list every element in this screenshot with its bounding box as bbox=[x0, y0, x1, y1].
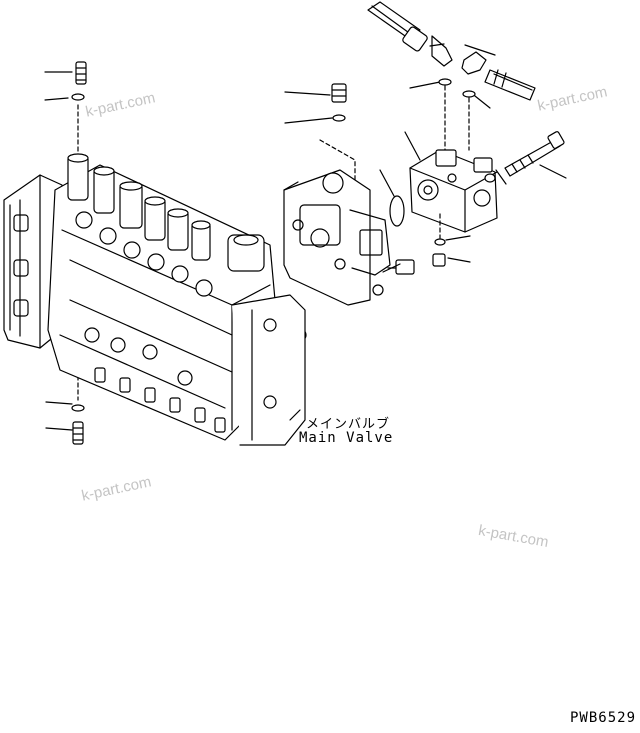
bottom-plug-fitting bbox=[45, 354, 85, 445]
main-valve-body bbox=[3, 153, 307, 446]
bottom-small-fitting bbox=[432, 213, 471, 267]
valve-block bbox=[404, 131, 507, 233]
straight-fitting bbox=[484, 69, 536, 101]
hose-assembly bbox=[367, 1, 453, 67]
right-elbow-fitting bbox=[409, 44, 496, 151]
spool-caps bbox=[67, 153, 265, 272]
top-plug-fitting bbox=[44, 61, 87, 166]
main-valve-label-jp: メインバルブ bbox=[306, 417, 391, 432]
long-bolt bbox=[504, 131, 567, 179]
bottom-ports bbox=[94, 367, 226, 433]
main-valve-label-en: Main Valve bbox=[299, 430, 394, 446]
side-bolt bbox=[372, 259, 415, 296]
main-valve-leader bbox=[289, 409, 301, 421]
cover-plate-assembly bbox=[283, 83, 415, 306]
drawing-code: PWB6529 bbox=[570, 710, 637, 726]
